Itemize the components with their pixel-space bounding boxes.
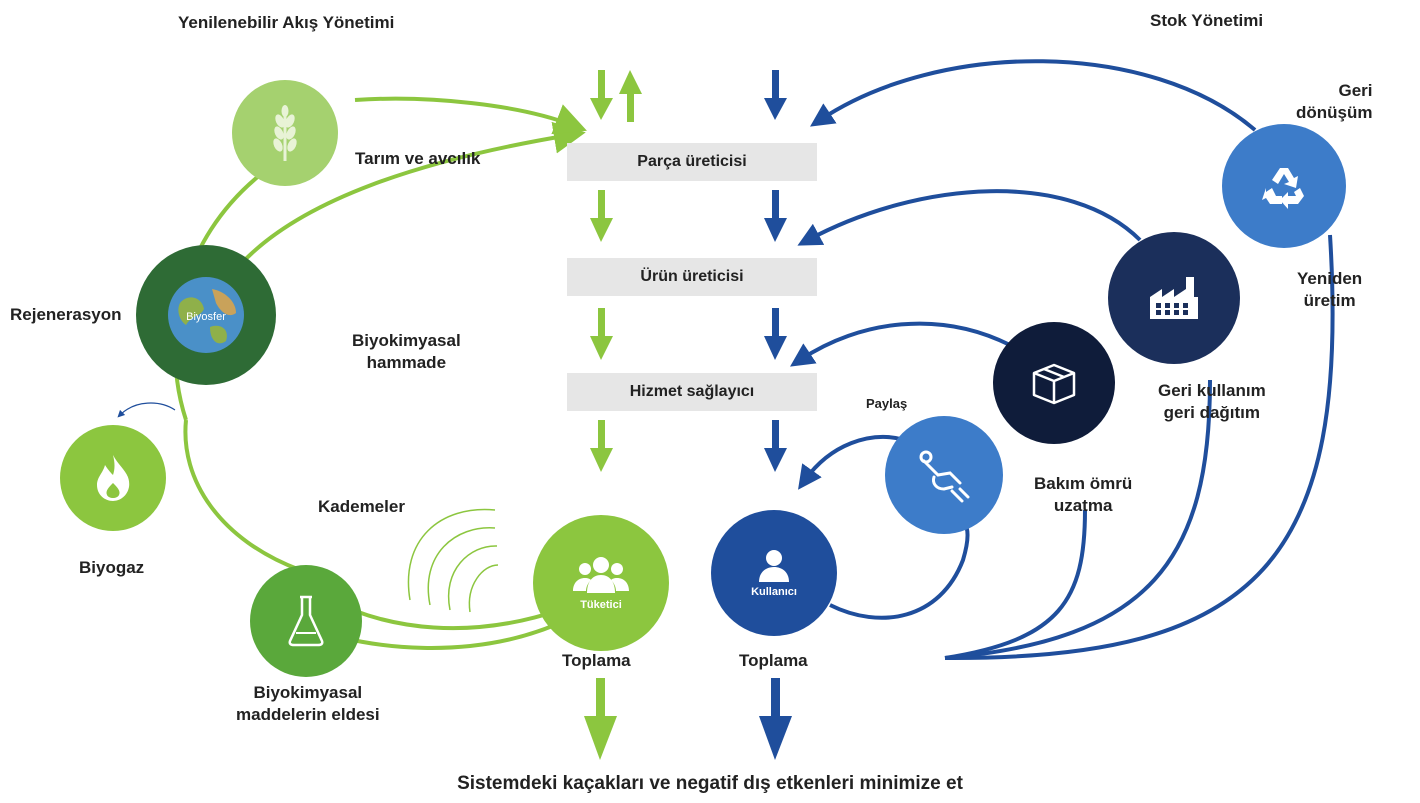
green-loop [173,96,587,650]
biogas-label: Biyogaz [79,558,145,577]
people-icon [573,557,629,593]
user-circle: Kullanıcı [711,510,837,636]
left-collection-label: Toplama [562,651,631,670]
recycle-line1: Geri [1338,81,1373,100]
agriculture-label: Tarım ve avcılık [355,149,481,168]
reuse-line2: geri dağıtım [1163,403,1261,423]
part-maker-bar: Parça üreticisi [567,143,817,181]
extraction-circle [250,565,362,677]
regeneration-label: Rejenerasyon [10,305,122,324]
right-collection-label: Toplama [739,651,808,670]
share-label: Paylaş [866,396,908,411]
biosphere-label: Biyosfer [186,311,226,323]
product-maker-bar: Ürün üreticisi [567,258,817,296]
factory-icon [1150,277,1198,319]
globe-icon [168,277,244,353]
maintenance-circle [993,322,1115,444]
flask-icon [288,595,324,647]
cascades-label: Kademeler [318,497,405,516]
extraction-line1: Biyokimyasal [253,683,363,702]
flame-icon [97,455,130,501]
recycle-icon [1262,168,1304,209]
biogas-arrow [117,402,176,418]
wrench-hand-icon [919,450,970,503]
regeneration-circle: Biyosfer [136,245,276,385]
part-maker-label: Parça üreticisi [637,153,747,170]
service-provider-bar: Hizmet sağlayıcı [567,373,817,411]
product-maker-label: Ürün üreticisi [640,268,744,285]
maintenance-line2: uzatma [1053,496,1113,516]
green-vertical-arrows [584,70,642,760]
biochemical-feedstock-label: Biyokimyasal hammade [352,330,461,374]
consumer-circle: Tüketici [533,515,669,651]
extraction-line2: maddelerin eldesi [236,705,380,725]
right-header: Stok Yönetimi [1150,11,1264,30]
footer-text: Sistemdeki kaçakları ve negatif dış etke… [457,773,963,794]
cascade-arcs [407,508,499,613]
recycle-label: Geri dönüşüm [1296,80,1373,124]
maintenance-line1: Bakım ömrü [1034,474,1133,493]
reuse-line1: Geri kullanım [1158,381,1266,400]
biogas-circle [60,425,166,531]
wheat-icon [273,105,297,161]
box-icon [1032,363,1076,405]
share-circle [885,416,1003,534]
remanufacture-line2: üretim [1303,291,1356,311]
extraction-label: Biyokimyasal maddelerin eldesi [236,682,380,726]
remanufacture-label: Yeniden üretim [1297,268,1362,312]
service-provider-label: Hizmet sağlayıcı [629,383,755,400]
consumer-label: Tüketici [580,599,622,611]
maintenance-label: Bakım ömrü uzatma [1034,473,1132,517]
recycle-line2: dönüşüm [1296,103,1373,123]
biochemical-feedstock-line2: hammade [366,353,447,373]
biochemical-feedstock-line1: Biyokimyasal [352,331,461,350]
blue-vertical-arrows [759,70,792,760]
user-label: Kullanıcı [751,586,797,598]
reuse-label: Geri kullanım geri dağıtım [1158,380,1266,424]
remanufacture-line1: Yeniden [1297,269,1363,288]
reuse-circle [1108,232,1240,364]
recycle-circle [1222,124,1346,248]
left-header: Yenilenebilir Akış Yönetimi [178,13,395,32]
person-icon [759,550,789,582]
agriculture-circle [232,80,338,186]
